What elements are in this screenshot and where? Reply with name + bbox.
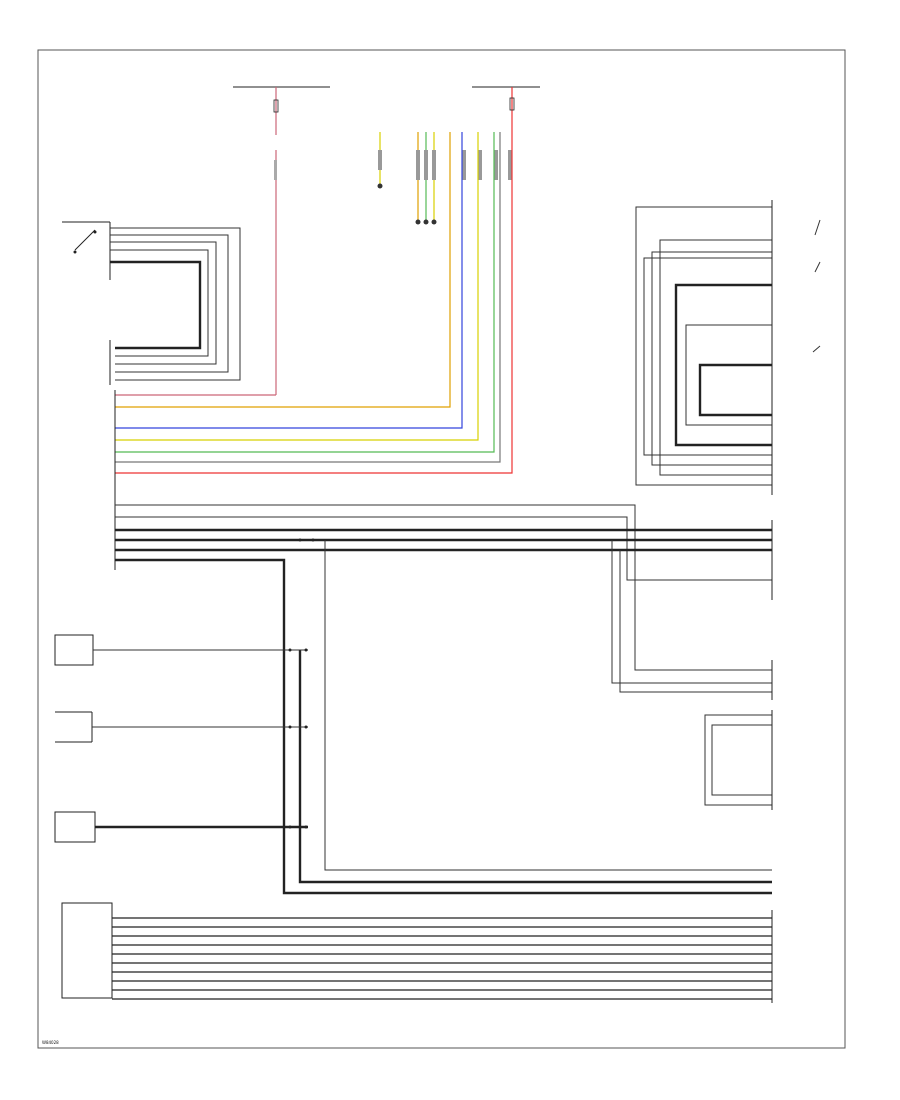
right-switch-component bbox=[54, 634, 308, 666]
horn-button-component bbox=[54, 811, 308, 843]
combination-switch bbox=[62, 221, 241, 385]
bottom-bus bbox=[61, 902, 773, 1003]
right-upper-modules bbox=[635, 200, 821, 495]
fuse-block-right bbox=[472, 86, 540, 130]
middle-bus bbox=[115, 504, 772, 895]
footer-code: W84028 bbox=[42, 1040, 59, 1045]
colored-wire-bundle bbox=[115, 130, 513, 474]
fuse-block-left bbox=[233, 86, 330, 395]
right-middle-module bbox=[704, 710, 773, 810]
left-switch-component bbox=[55, 711, 308, 743]
top-connector bbox=[377, 132, 512, 225]
diagram-frame bbox=[37, 49, 846, 1049]
